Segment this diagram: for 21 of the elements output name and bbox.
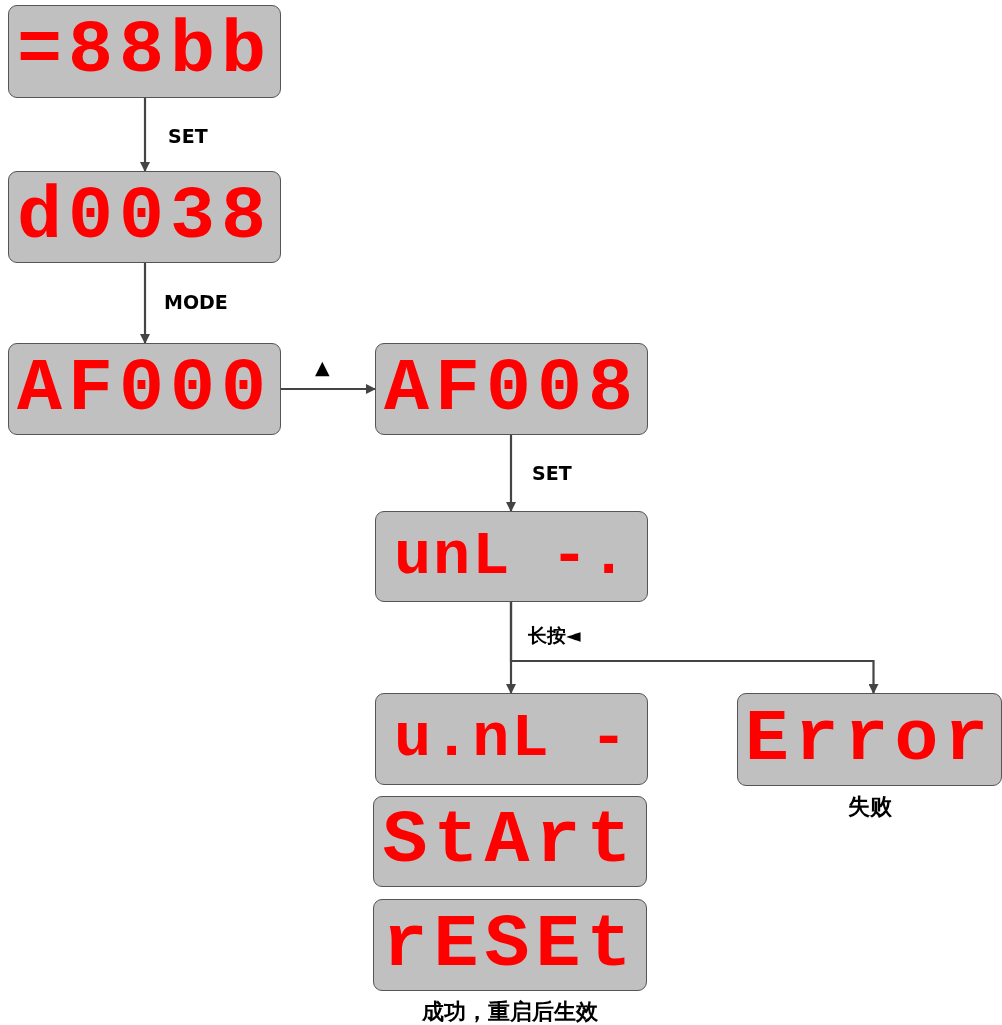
segment-display: AF000 bbox=[8, 343, 281, 435]
arrow bbox=[281, 384, 376, 394]
segment-display: unL -. bbox=[375, 511, 648, 602]
arrow bbox=[140, 98, 150, 172]
edge-label: MODE bbox=[164, 291, 228, 313]
segment-display: d0038 bbox=[8, 171, 281, 263]
segment-display: AF008 bbox=[375, 343, 648, 435]
edge-label: 长按◄ bbox=[528, 623, 581, 648]
segment-display: StArt bbox=[373, 796, 647, 887]
edge-label: ▲ bbox=[315, 356, 330, 378]
caption-text: 成功，重启后生效 bbox=[421, 998, 599, 1025]
segment-display: Error bbox=[737, 693, 1002, 786]
segment-display: =88bb bbox=[8, 5, 281, 98]
segment-display: u.nL - bbox=[375, 693, 648, 785]
segment-display: rESEt bbox=[373, 899, 647, 991]
caption-text: 失败 bbox=[846, 793, 893, 821]
arrow bbox=[509, 602, 879, 694]
arrow bbox=[140, 263, 150, 344]
arrow bbox=[506, 435, 516, 512]
edge-label: SET bbox=[168, 125, 208, 147]
edge-label: SET bbox=[532, 462, 572, 484]
